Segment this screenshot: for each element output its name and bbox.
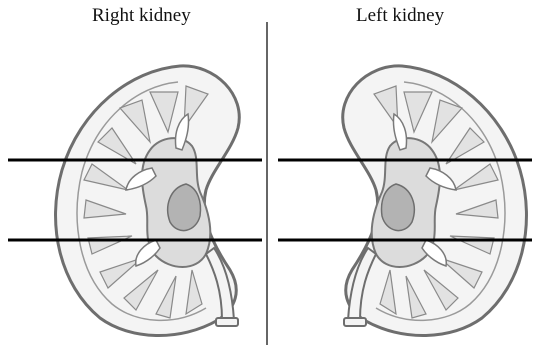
right-kidney-illustration bbox=[56, 66, 240, 336]
left-kidney-illustration bbox=[343, 66, 527, 336]
